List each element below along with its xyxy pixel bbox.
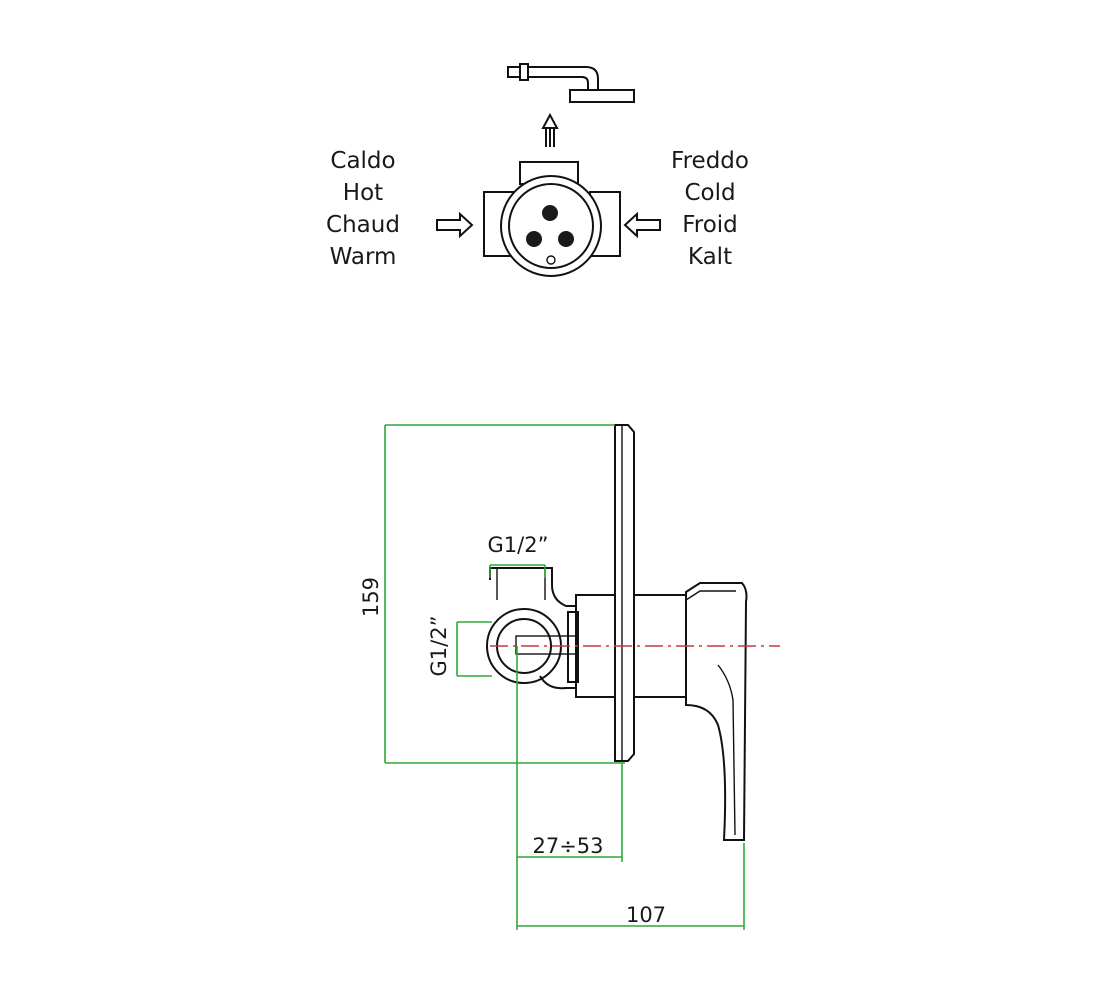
dim-thread-side-label: G1/2”: [427, 616, 451, 677]
cold-inlet-arrow-icon: [623, 211, 661, 239]
dimension-lines: [384, 424, 745, 930]
cold-labels: Freddo Cold Froid Kalt: [671, 148, 749, 270]
port-hot-dot: [526, 231, 542, 247]
cold-label-en: Cold: [684, 180, 735, 206]
hot-label-it: Caldo: [330, 148, 395, 174]
dim-thread-top-label: G1/2”: [488, 533, 549, 557]
port-cold-dot: [558, 231, 574, 247]
cold-label-it: Freddo: [671, 148, 749, 174]
hot-labels: Caldo Hot Chaud Warm: [326, 148, 400, 270]
wall-plate: [614, 424, 635, 762]
hot-inlet-arrow-icon: [436, 211, 474, 239]
valve-body-side-view: [486, 567, 616, 698]
port-outlet-dot: [542, 205, 558, 221]
dim-height-label: 159: [359, 577, 383, 617]
hot-label-fr: Chaud: [326, 212, 400, 238]
cold-label-fr: Froid: [682, 212, 738, 238]
hot-label-de: Warm: [330, 244, 397, 270]
handle-assembly: [633, 582, 748, 841]
dim-depth-range-label: 27÷53: [532, 834, 603, 858]
cold-label-de: Kalt: [688, 244, 732, 270]
dim-total-depth-label: 107: [626, 903, 666, 927]
hot-label-en: Hot: [343, 180, 383, 206]
valve-body-front-view: [483, 161, 621, 277]
outlet-arrow-icon: [541, 112, 559, 147]
shower-arm-icon: [507, 63, 635, 103]
